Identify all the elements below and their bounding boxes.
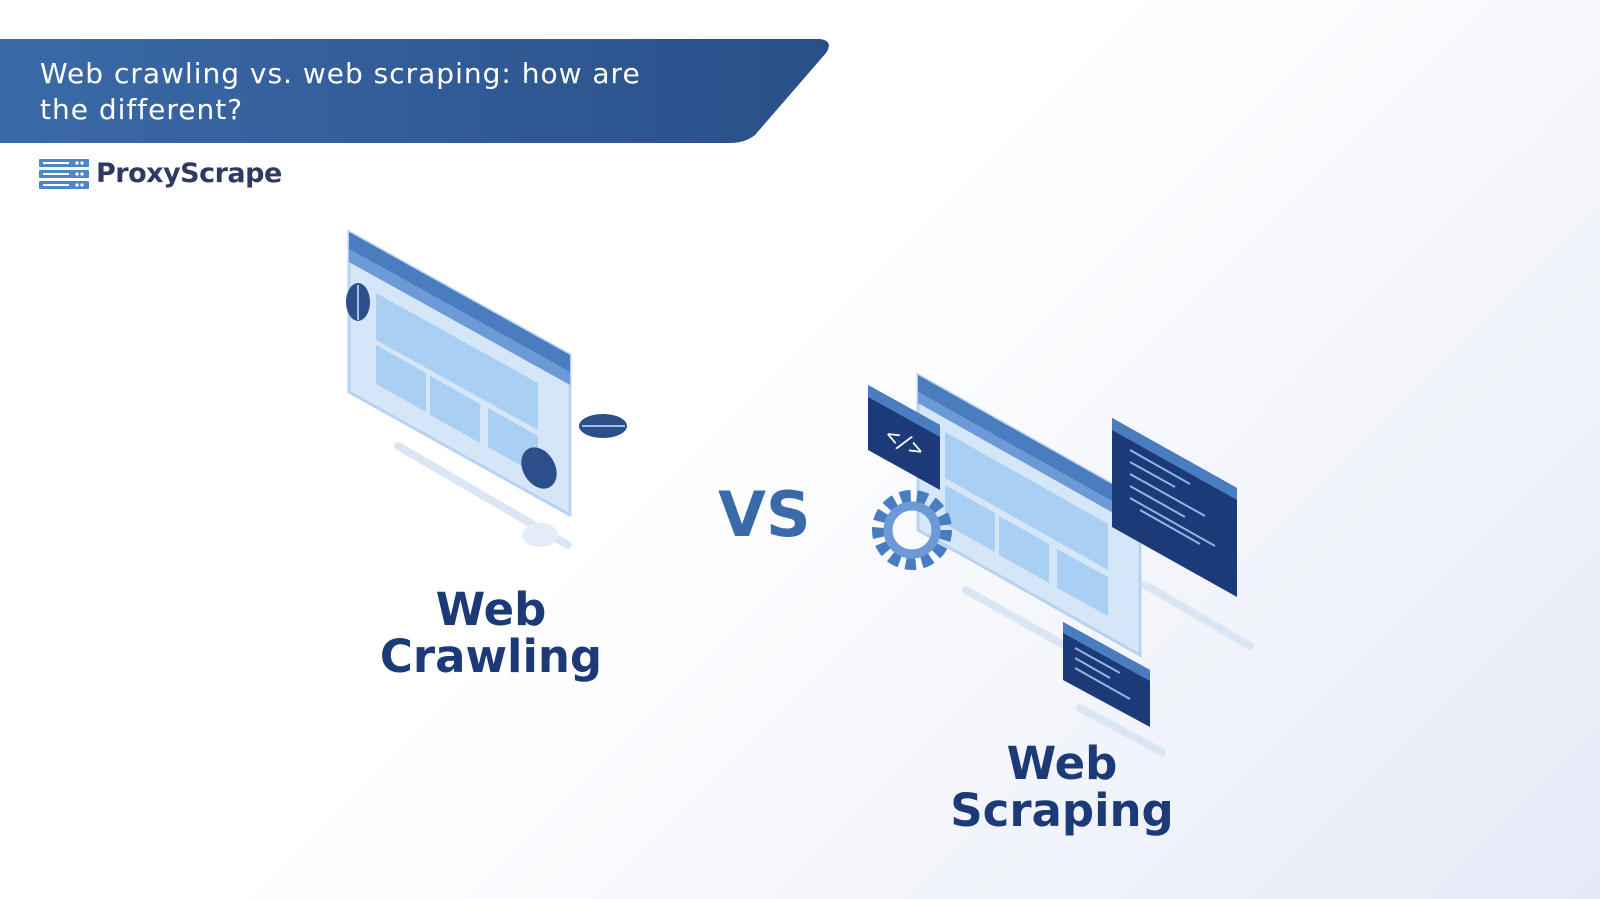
- brand-name: ProxyScrape: [96, 158, 282, 189]
- label-line: Crawling: [379, 630, 603, 683]
- bug-icon: [579, 414, 627, 438]
- server-icon: [39, 158, 89, 189]
- scraping-browser-illustration: [916, 372, 1254, 756]
- code-panel-small-icon: [1063, 622, 1150, 727]
- brand-logo: ProxyScrape: [39, 158, 282, 189]
- crawling-browser-illustration: [347, 229, 572, 549]
- bug-icon: [521, 447, 557, 489]
- bug-icon: [346, 283, 370, 321]
- label-line: Web: [435, 583, 547, 636]
- page-title: Web crawling vs. web scraping: how are t…: [40, 57, 641, 126]
- label-line: Web: [1006, 737, 1118, 790]
- web-crawling-label: Web Crawling: [366, 586, 616, 680]
- label-line: Scraping: [950, 784, 1174, 837]
- code-window-icon: </>: [868, 385, 940, 490]
- code-panel-icon: [1112, 418, 1237, 597]
- title-banner: [0, 39, 829, 143]
- gear-icon: [872, 490, 952, 570]
- versus-text: VS: [718, 478, 811, 551]
- web-scraping-label: Web Scraping: [937, 740, 1187, 834]
